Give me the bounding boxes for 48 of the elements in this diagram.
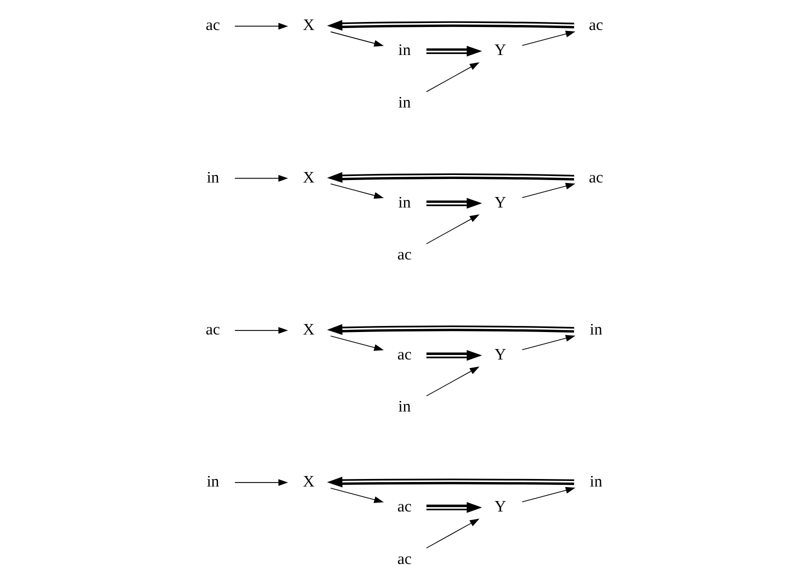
node-text: X — [302, 474, 315, 491]
node-text: Y — [494, 194, 506, 212]
arrow — [234, 479, 288, 486]
node-text: Y — [494, 346, 506, 364]
arrow — [522, 487, 576, 502]
arrow — [327, 20, 574, 31]
arrow — [330, 336, 384, 351]
node-text: Y — [494, 42, 506, 60]
arrow — [426, 62, 480, 92]
arrow — [234, 327, 288, 334]
arrow — [327, 476, 574, 488]
node-text: ac — [206, 17, 220, 34]
node-text: ac — [588, 17, 604, 34]
node-text: in — [398, 42, 411, 60]
node-text: in — [206, 169, 220, 186]
node-text: in — [590, 474, 602, 491]
node-text: in — [590, 321, 602, 338]
arrow — [426, 350, 482, 361]
node-text: in — [206, 474, 220, 491]
arrow — [234, 174, 288, 182]
node-text: Y — [494, 498, 506, 516]
node-text: ac — [588, 169, 604, 186]
arrow — [426, 366, 480, 396]
node-text: X — [302, 321, 315, 338]
arrow — [522, 334, 576, 350]
node-text: in — [398, 194, 411, 212]
arrow — [330, 488, 384, 504]
arrow — [327, 324, 574, 335]
arrow — [426, 502, 482, 513]
arrow — [522, 30, 576, 46]
arrow — [426, 198, 482, 209]
node-text: ac — [206, 321, 220, 338]
node-text: ac — [397, 346, 412, 364]
node-text: in — [398, 94, 411, 112]
arrow — [330, 31, 384, 47]
arrow — [327, 172, 574, 183]
node-text: in — [398, 398, 411, 416]
arrow — [426, 46, 482, 57]
node-text: ac — [397, 550, 412, 568]
arrow — [426, 518, 480, 548]
arrow — [522, 182, 576, 198]
arrow — [234, 22, 288, 30]
node-text: X — [302, 17, 315, 34]
arrow — [426, 214, 480, 244]
arrow — [330, 184, 384, 199]
node-text: X — [302, 169, 315, 186]
node-text: ac — [397, 498, 412, 516]
node-text: ac — [397, 246, 412, 264]
